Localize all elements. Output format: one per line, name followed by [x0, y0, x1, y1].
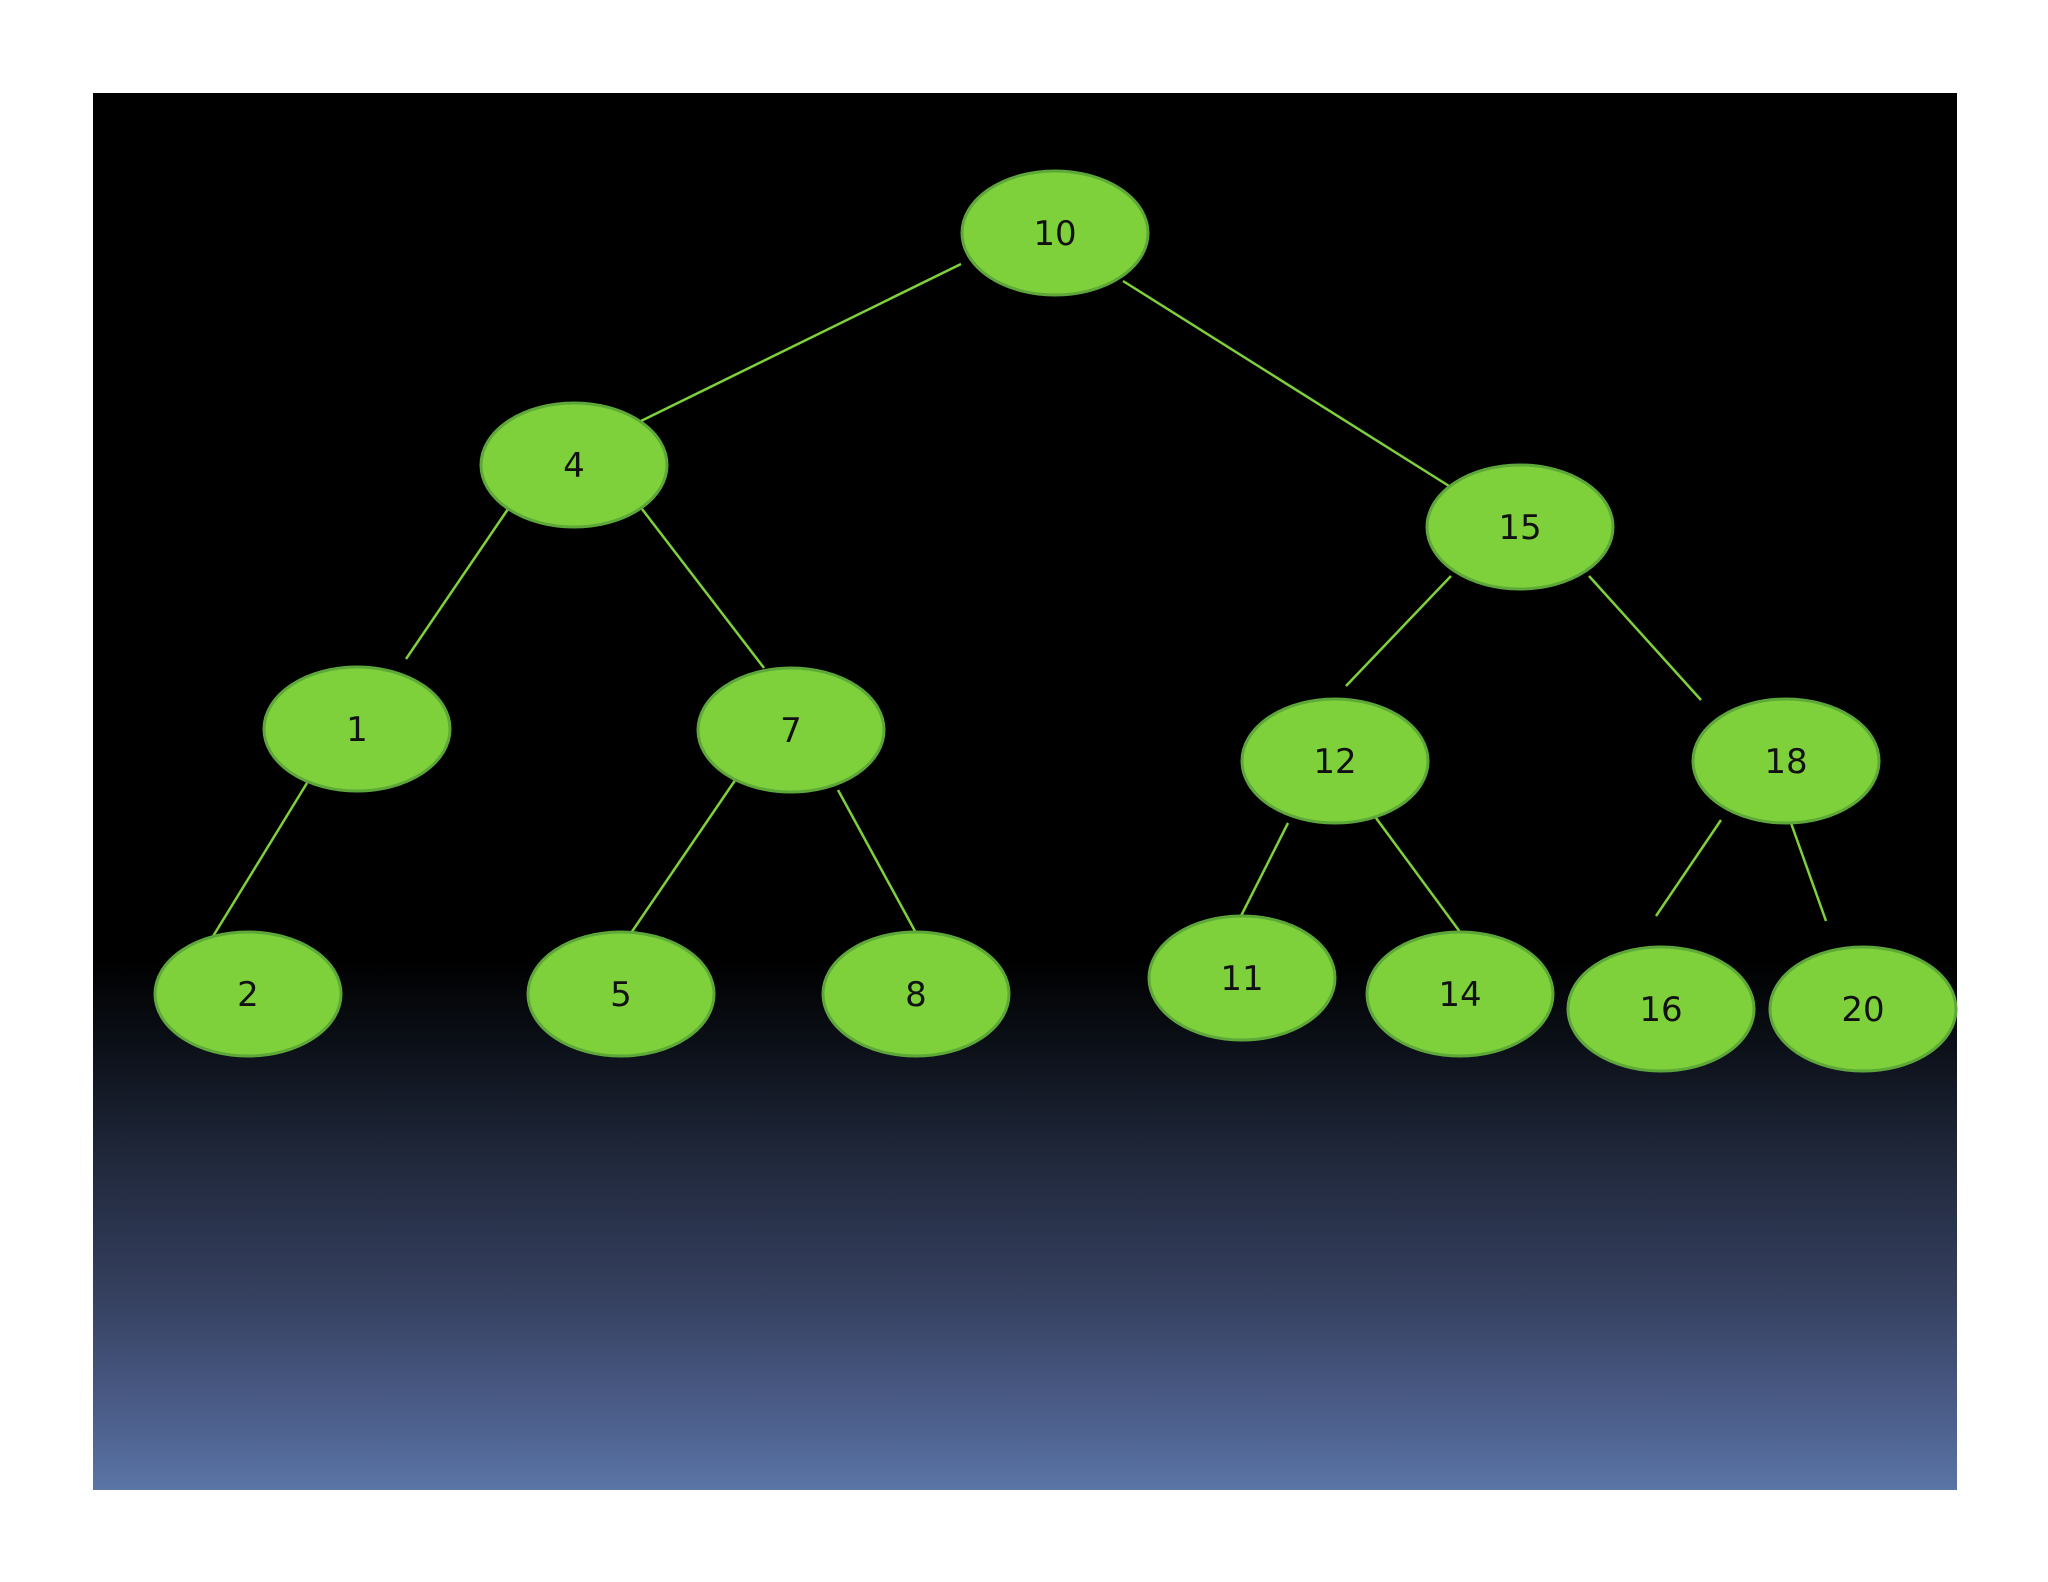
node-ellipse — [526, 930, 716, 1058]
node-ellipse — [821, 930, 1011, 1058]
node-ellipse — [1566, 945, 1756, 1073]
node-ellipse — [262, 665, 452, 793]
tree-node-11: 11 — [1147, 914, 1337, 1042]
node-label: 15 — [1498, 508, 1541, 548]
tree-node-2: 2 — [153, 930, 343, 1058]
edge-7-5 — [629, 775, 740, 934]
node-ellipse — [479, 401, 669, 529]
tree-node-7: 7 — [696, 666, 886, 794]
node-label: 4 — [563, 446, 585, 486]
edge-18-16 — [1654, 819, 1723, 917]
node-label: 12 — [1313, 742, 1356, 782]
tree-node-10: 10 — [960, 169, 1150, 297]
edge-7-8 — [836, 789, 918, 934]
node-label: 5 — [610, 975, 632, 1015]
edge-4-7 — [641, 508, 765, 669]
tree-node-16: 16 — [1566, 945, 1756, 1073]
node-label: 10 — [1033, 214, 1076, 254]
node-ellipse — [1147, 914, 1337, 1042]
binary-tree-diagram: 10 4 15 1 7 12 18 2 — [153, 169, 1958, 1073]
tree-node-20: 20 — [1768, 945, 1958, 1073]
node-label: 16 — [1639, 990, 1682, 1030]
tree-node-15: 15 — [1425, 463, 1615, 591]
edge-12-11 — [1239, 822, 1290, 917]
tree-node-14: 14 — [1365, 930, 1555, 1058]
node-ellipse — [1365, 930, 1555, 1058]
node-label: 18 — [1764, 742, 1807, 782]
node-ellipse — [696, 666, 886, 794]
node-label: 2 — [237, 975, 259, 1015]
tree-node-1: 1 — [262, 665, 452, 793]
edge-18-20 — [1789, 822, 1828, 922]
edge-12-14 — [1374, 817, 1462, 933]
slide-canvas: 10 4 15 1 7 12 18 2 — [93, 93, 1958, 1490]
node-ellipse — [1425, 463, 1615, 591]
node-label: 8 — [905, 975, 927, 1015]
tree-node-8: 8 — [821, 930, 1011, 1058]
edge-15-12 — [1345, 575, 1452, 687]
node-ellipse — [960, 169, 1150, 297]
node-ellipse — [1768, 945, 1958, 1073]
node-label: 20 — [1841, 990, 1884, 1030]
node-ellipse — [153, 930, 343, 1058]
node-ellipse — [1240, 697, 1430, 825]
tree-node-4: 4 — [479, 401, 669, 529]
node-label: 7 — [780, 711, 802, 751]
node-ellipse — [1691, 697, 1881, 825]
edge-4-1 — [404, 508, 510, 660]
edge-15-18 — [1588, 575, 1702, 701]
edge-10-15 — [1122, 279, 1450, 488]
edge-10-4 — [640, 262, 962, 423]
edge-1-2 — [210, 782, 309, 939]
node-label: 11 — [1220, 959, 1263, 999]
tree-node-12: 12 — [1240, 697, 1430, 825]
tree-node-5: 5 — [526, 930, 716, 1058]
node-label: 14 — [1438, 975, 1481, 1015]
tree-node-18: 18 — [1691, 697, 1881, 825]
node-label: 1 — [346, 710, 368, 750]
